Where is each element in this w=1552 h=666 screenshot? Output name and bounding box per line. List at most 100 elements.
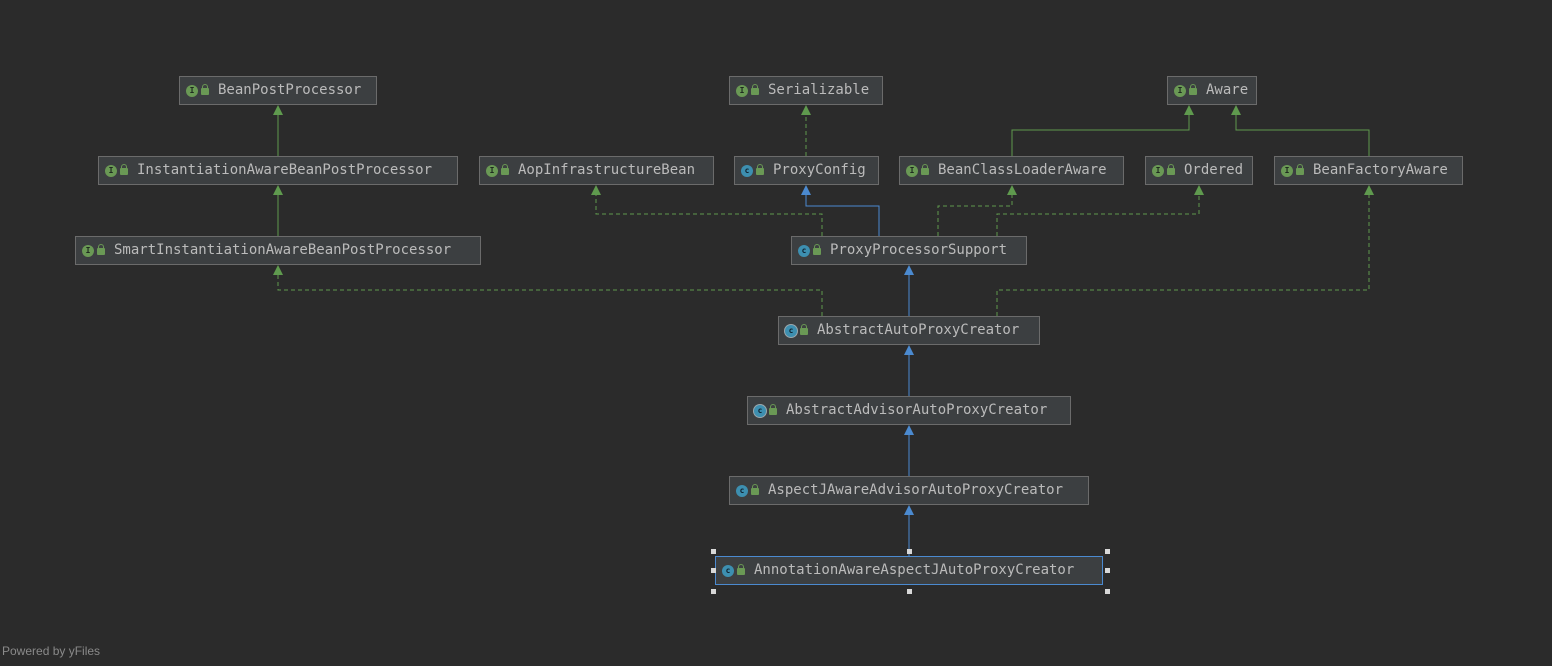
powered-by-label: Powered by yFiles (2, 644, 101, 658)
public-lock-icon (813, 244, 821, 255)
class-name-label: ProxyConfig (773, 162, 866, 178)
public-lock-icon (737, 564, 745, 575)
abstract-class-icon: c (754, 404, 766, 417)
class-icon: c (722, 564, 734, 577)
interface-icon: I (906, 164, 918, 177)
arrowhead-icon (273, 185, 283, 195)
interface-icon: I (1174, 84, 1186, 97)
class-icon: c (741, 164, 753, 177)
interface-icon: I (1281, 164, 1293, 177)
interface-icon: I (736, 84, 748, 97)
arrowhead-icon (273, 105, 283, 115)
edge-line (805, 195, 880, 236)
class-name-label: Aware (1206, 82, 1249, 98)
arrowhead-icon (1364, 185, 1374, 195)
selection-handle[interactable] (1105, 549, 1110, 554)
selection-handle[interactable] (907, 589, 912, 594)
selection-handle[interactable] (711, 568, 716, 573)
edge-siabpp-to-iabpp (273, 185, 283, 236)
edge-bcla-to-aware (1011, 105, 1194, 156)
class-node-aaapc[interactable]: c AbstractAdvisorAutoProxyCreator (747, 396, 1071, 425)
arrowhead-icon (273, 265, 283, 275)
class-node-ord[interactable]: I Ordered (1145, 156, 1253, 185)
arrowhead-icon (1007, 185, 1017, 195)
edge-ajaapc-to-aaapc (904, 425, 914, 476)
class-node-bpp[interactable]: I BeanPostProcessor (179, 76, 377, 105)
public-lock-icon (769, 404, 777, 415)
class-name-label: BeanFactoryAware (1313, 162, 1448, 178)
class-icon: c (798, 244, 810, 257)
public-lock-icon (1296, 164, 1304, 175)
edge-line (996, 195, 1370, 316)
class-name-label: SmartInstantiationAwareBeanPostProcessor (114, 242, 452, 258)
class-node-iabpp[interactable]: I InstantiationAwareBeanPostProcessor (98, 156, 458, 185)
class-name-label: AbstractAdvisorAutoProxyCreator (786, 402, 1048, 418)
selection-handle[interactable] (1105, 589, 1110, 594)
selection-handle[interactable] (711, 549, 716, 554)
selection-handle[interactable] (711, 589, 716, 594)
arrowhead-icon (801, 105, 811, 115)
class-node-aware[interactable]: I Aware (1167, 76, 1257, 105)
class-node-bfa[interactable]: I BeanFactoryAware (1274, 156, 1463, 185)
class-node-aaajapc[interactable]: c AnnotationAwareAspectJAutoProxyCreator (715, 556, 1103, 585)
class-node-siabpp[interactable]: I SmartInstantiationAwareBeanPostProcesso… (75, 236, 481, 265)
class-node-pps[interactable]: c ProxyProcessorSupport (791, 236, 1027, 265)
class-name-label: BeanClassLoaderAware (938, 162, 1107, 178)
public-lock-icon (501, 164, 509, 175)
class-name-label: Serializable (768, 82, 870, 98)
interface-icon: I (82, 244, 94, 257)
arrowhead-icon (1194, 185, 1204, 195)
selection-handle[interactable] (907, 549, 912, 554)
edge-pps-to-ord (996, 185, 1204, 236)
edge-aapc-to-pps (904, 265, 914, 316)
arrowhead-icon (904, 265, 914, 275)
class-node-aapc[interactable]: c AbstractAutoProxyCreator (778, 316, 1040, 345)
class-name-label: InstantiationAwareBeanPostProcessor (137, 162, 433, 178)
edge-pps-to-bcla (937, 185, 1017, 236)
class-name-label: BeanPostProcessor (218, 82, 362, 98)
class-node-pc[interactable]: c ProxyConfig (734, 156, 879, 185)
selection-handle[interactable] (1105, 568, 1110, 573)
edge-pps-to-aib (591, 185, 823, 236)
interface-icon: I (105, 164, 117, 177)
arrowhead-icon (1231, 105, 1241, 115)
public-lock-icon (1189, 84, 1197, 95)
edge-aapc-to-siabpp (273, 265, 823, 316)
class-name-label: AnnotationAwareAspectJAutoProxyCreator (754, 562, 1075, 578)
arrowhead-icon (591, 185, 601, 195)
edge-bfa-to-aware (1231, 105, 1370, 156)
public-lock-icon (751, 84, 759, 95)
interface-icon: I (186, 84, 198, 97)
public-lock-icon (120, 164, 128, 175)
class-node-ser[interactable]: I Serializable (729, 76, 883, 105)
edge-line (1011, 115, 1190, 156)
edge-pps-to-pc (801, 185, 880, 236)
edge-aapc-to-bfa (996, 185, 1374, 316)
edge-line (595, 195, 823, 236)
class-node-bcla[interactable]: I BeanClassLoaderAware (899, 156, 1124, 185)
class-name-label: AbstractAutoProxyCreator (817, 322, 1020, 338)
public-lock-icon (201, 84, 209, 95)
public-lock-icon (97, 244, 105, 255)
public-lock-icon (1167, 164, 1175, 175)
arrowhead-icon (904, 505, 914, 515)
edge-line (277, 275, 823, 316)
class-name-label: Ordered (1184, 162, 1244, 178)
edge-iabpp-to-bpp (273, 105, 283, 156)
arrowhead-icon (904, 425, 914, 435)
interface-icon: I (486, 164, 498, 177)
arrowhead-icon (904, 345, 914, 355)
interface-icon: I (1152, 164, 1164, 177)
class-name-label: ProxyProcessorSupport (830, 242, 1008, 258)
public-lock-icon (756, 164, 764, 175)
public-lock-icon (800, 324, 808, 335)
edge-pc-to-ser (801, 105, 811, 156)
edge-line (937, 195, 1013, 236)
abstract-class-icon: c (785, 324, 797, 337)
edge-line (1235, 115, 1370, 156)
arrowhead-icon (1184, 105, 1194, 115)
edge-line (996, 195, 1200, 236)
